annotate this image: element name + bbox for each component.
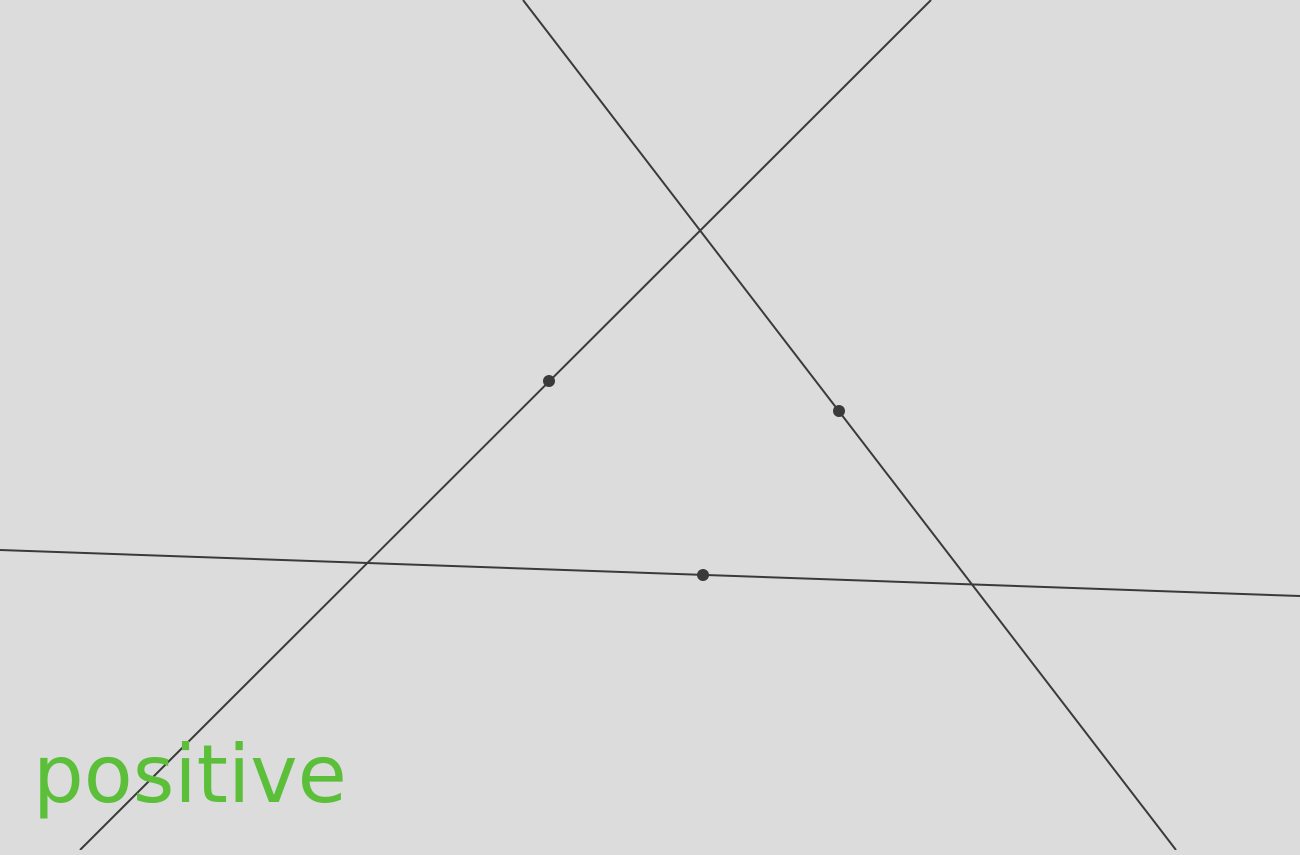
line-handle-bottom[interactable]	[697, 569, 709, 581]
line-handle-right[interactable]	[833, 405, 845, 417]
line-horizontal	[0, 549, 1300, 597]
line-rising	[79, 0, 932, 851]
line-falling	[522, 0, 1177, 851]
line-handle-left[interactable]	[543, 375, 555, 387]
